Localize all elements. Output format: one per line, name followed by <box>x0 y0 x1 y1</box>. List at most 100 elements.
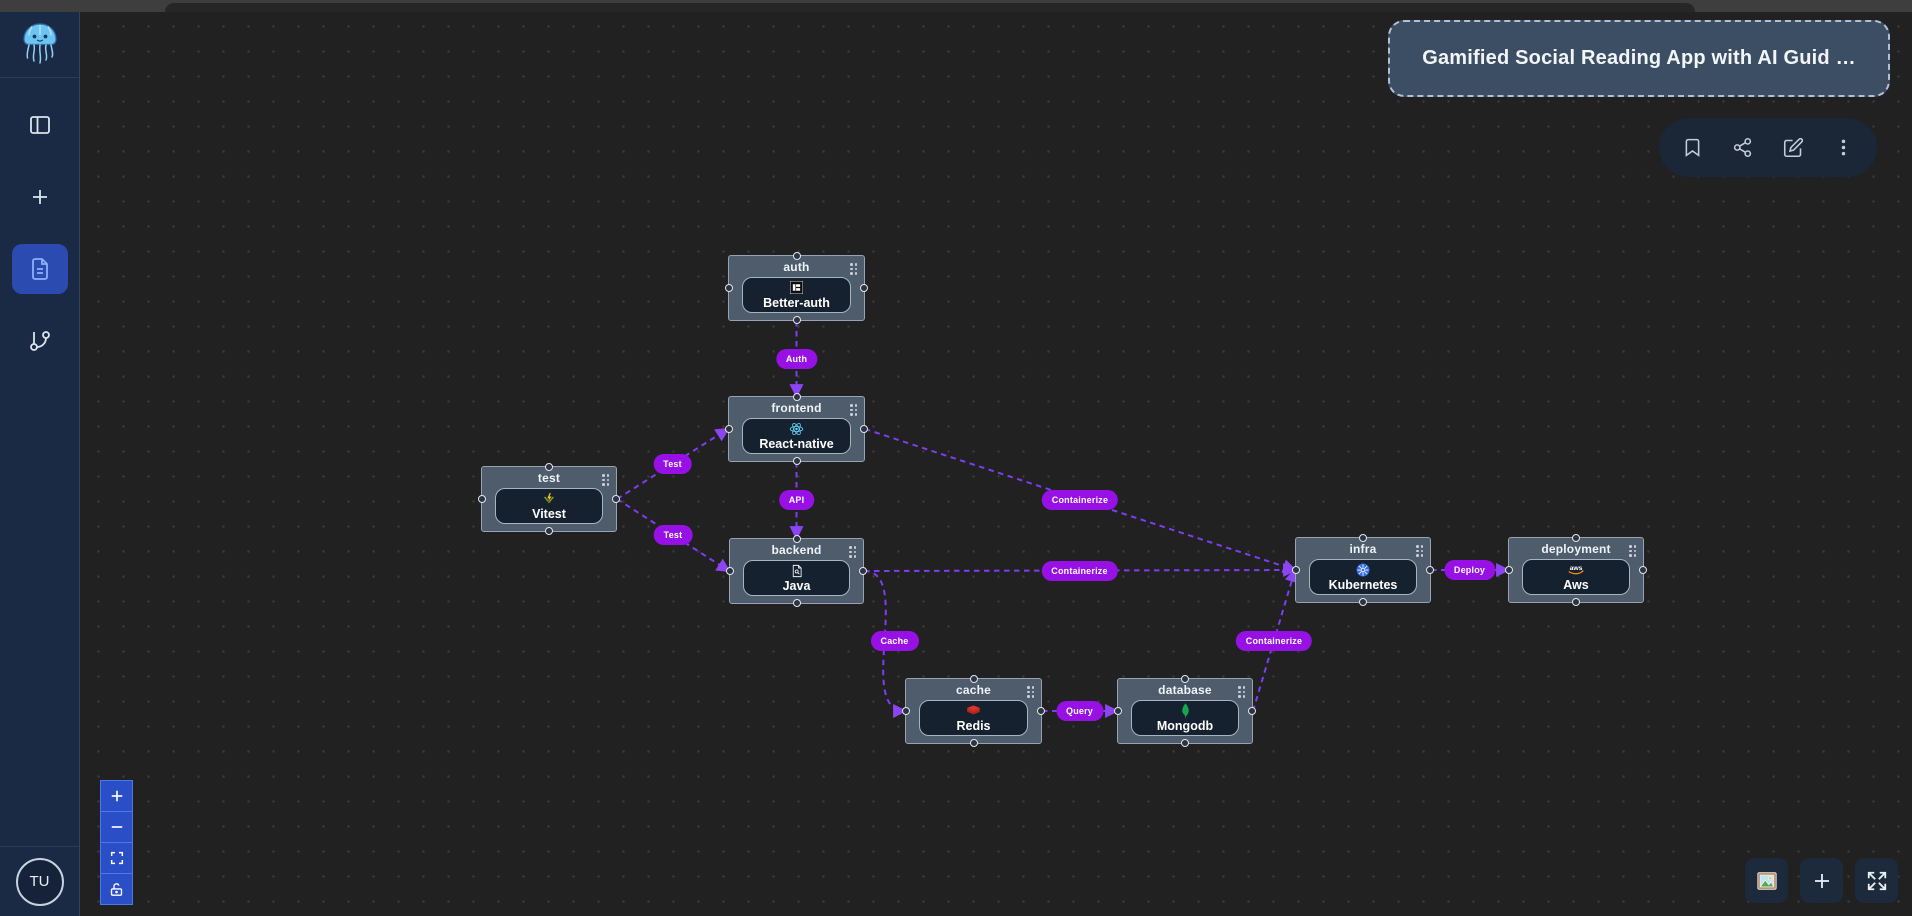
connection-handle-top[interactable] <box>1359 534 1367 542</box>
edge-label-deploy: Deploy <box>1443 560 1496 580</box>
sidebar-item-versions[interactable] <box>12 316 68 366</box>
new-diagram-button[interactable] <box>12 172 68 222</box>
drag-handle-icon[interactable] <box>850 263 857 275</box>
zoom-out-button[interactable] <box>100 811 133 843</box>
node-tech-chip[interactable]: Redis <box>919 700 1028 736</box>
connection-handle-bottom[interactable] <box>792 599 801 607</box>
lock-toggle-button[interactable] <box>100 873 133 905</box>
connection-handle-right[interactable] <box>860 425 868 433</box>
edge-backend-infra <box>863 563 1298 578</box>
sidebar: TU <box>0 12 80 916</box>
node-group-label: frontend <box>771 401 822 415</box>
node-tech-chip[interactable]: React-native <box>742 418 851 454</box>
share-button[interactable] <box>1726 131 1760 165</box>
connection-handle-top[interactable] <box>792 535 801 543</box>
connection-handle-left[interactable] <box>478 495 486 503</box>
connection-handle-bottom[interactable] <box>1181 739 1189 747</box>
connection-handle-top[interactable] <box>969 675 978 683</box>
edit-button[interactable] <box>1776 131 1810 165</box>
fullscreen-button[interactable] <box>1855 858 1898 903</box>
sidebar-item-documents[interactable] <box>11 244 68 294</box>
mongodb-icon <box>1181 703 1190 718</box>
connection-handle-right[interactable] <box>859 567 867 575</box>
connection-handle-left[interactable] <box>1114 707 1122 715</box>
fit-view-button[interactable] <box>100 842 133 874</box>
connection-handle-bottom[interactable] <box>792 457 801 465</box>
edge-label-api: API <box>778 490 815 510</box>
diagram-toolbar <box>1659 118 1877 177</box>
connection-handle-left[interactable] <box>726 567 734 575</box>
drag-handle-icon[interactable] <box>1027 686 1034 698</box>
connection-handle-left[interactable] <box>1505 566 1513 574</box>
drag-handle-icon[interactable] <box>850 404 857 416</box>
connection-handle-top[interactable] <box>1181 675 1189 683</box>
edge-test-backend <box>616 498 731 573</box>
connection-handle-top[interactable] <box>545 463 553 471</box>
node-group-label: deployment <box>1541 542 1611 556</box>
connection-handle-left[interactable] <box>902 707 910 715</box>
zoom-in-button[interactable] <box>100 780 133 812</box>
node-tech-name: React-native <box>759 436 834 451</box>
edit-icon <box>1783 137 1803 158</box>
connection-handle-right[interactable] <box>1426 566 1434 574</box>
drag-handle-icon[interactable] <box>1629 545 1636 557</box>
redis-icon <box>966 704 981 718</box>
edge-label-containerize: Containerize <box>1235 630 1313 651</box>
export-image-button[interactable] <box>1745 858 1788 903</box>
app-logo[interactable] <box>0 12 79 78</box>
node-tech-chip[interactable]: Mongodb <box>1131 700 1239 736</box>
connection-handle-bottom[interactable] <box>545 527 553 535</box>
node-tech-chip[interactable]: Vitest <box>495 488 603 524</box>
edge-label-test: Test <box>653 454 692 474</box>
connection-handle-top[interactable] <box>792 252 801 260</box>
edge-label-cache: Cache <box>870 631 919 651</box>
node-group-label: auth <box>783 260 810 274</box>
connection-handle-left[interactable] <box>725 284 733 292</box>
add-node-button[interactable] <box>1800 858 1843 903</box>
connection-handle-bottom[interactable] <box>1359 598 1367 606</box>
connection-handle-bottom[interactable] <box>792 316 801 324</box>
connection-handle-left[interactable] <box>725 425 733 433</box>
connection-handle-top[interactable] <box>1572 534 1580 542</box>
sidebar-toggle-button[interactable] <box>12 100 68 150</box>
bookmark-button[interactable] <box>1675 131 1709 165</box>
connection-handle-right[interactable] <box>1248 707 1256 715</box>
node-tech-name: Aws <box>1563 577 1589 592</box>
node-tech-chip[interactable]: Better-auth <box>742 277 851 313</box>
user-avatar[interactable]: TU <box>15 857 64 906</box>
drag-handle-icon[interactable] <box>602 474 609 486</box>
more-options-button[interactable] <box>1827 131 1861 165</box>
plus-icon <box>1814 873 1829 888</box>
drag-handle-icon[interactable] <box>1416 545 1423 557</box>
document-icon <box>31 258 48 280</box>
sidebar-nav <box>0 78 79 366</box>
window-top-inset <box>165 3 1695 12</box>
connection-handle-top[interactable] <box>792 393 801 401</box>
connection-handle-right[interactable] <box>612 495 620 503</box>
connection-handle-right[interactable] <box>1639 566 1647 574</box>
connection-handle-bottom[interactable] <box>1572 598 1580 606</box>
drag-handle-icon[interactable] <box>849 546 856 558</box>
connection-handle-right[interactable] <box>860 284 868 292</box>
edge-label-containerize: Containerize <box>1041 489 1119 510</box>
connection-handle-bottom[interactable] <box>969 739 978 747</box>
node-group-label: cache <box>955 683 992 697</box>
svg-text:aws: aws <box>1570 565 1583 572</box>
drag-handle-icon[interactable] <box>1238 686 1245 698</box>
node-tech-chip[interactable]: Java <box>743 560 850 596</box>
connection-handle-right[interactable] <box>1037 707 1045 715</box>
connection-handle-left[interactable] <box>1292 566 1300 574</box>
diagram-title[interactable]: Gamified Social Reading App with AI Guid… <box>1388 20 1890 97</box>
node-tech-chip[interactable]: Kubernetes <box>1309 559 1417 595</box>
aws-icon: aws <box>1566 563 1586 577</box>
